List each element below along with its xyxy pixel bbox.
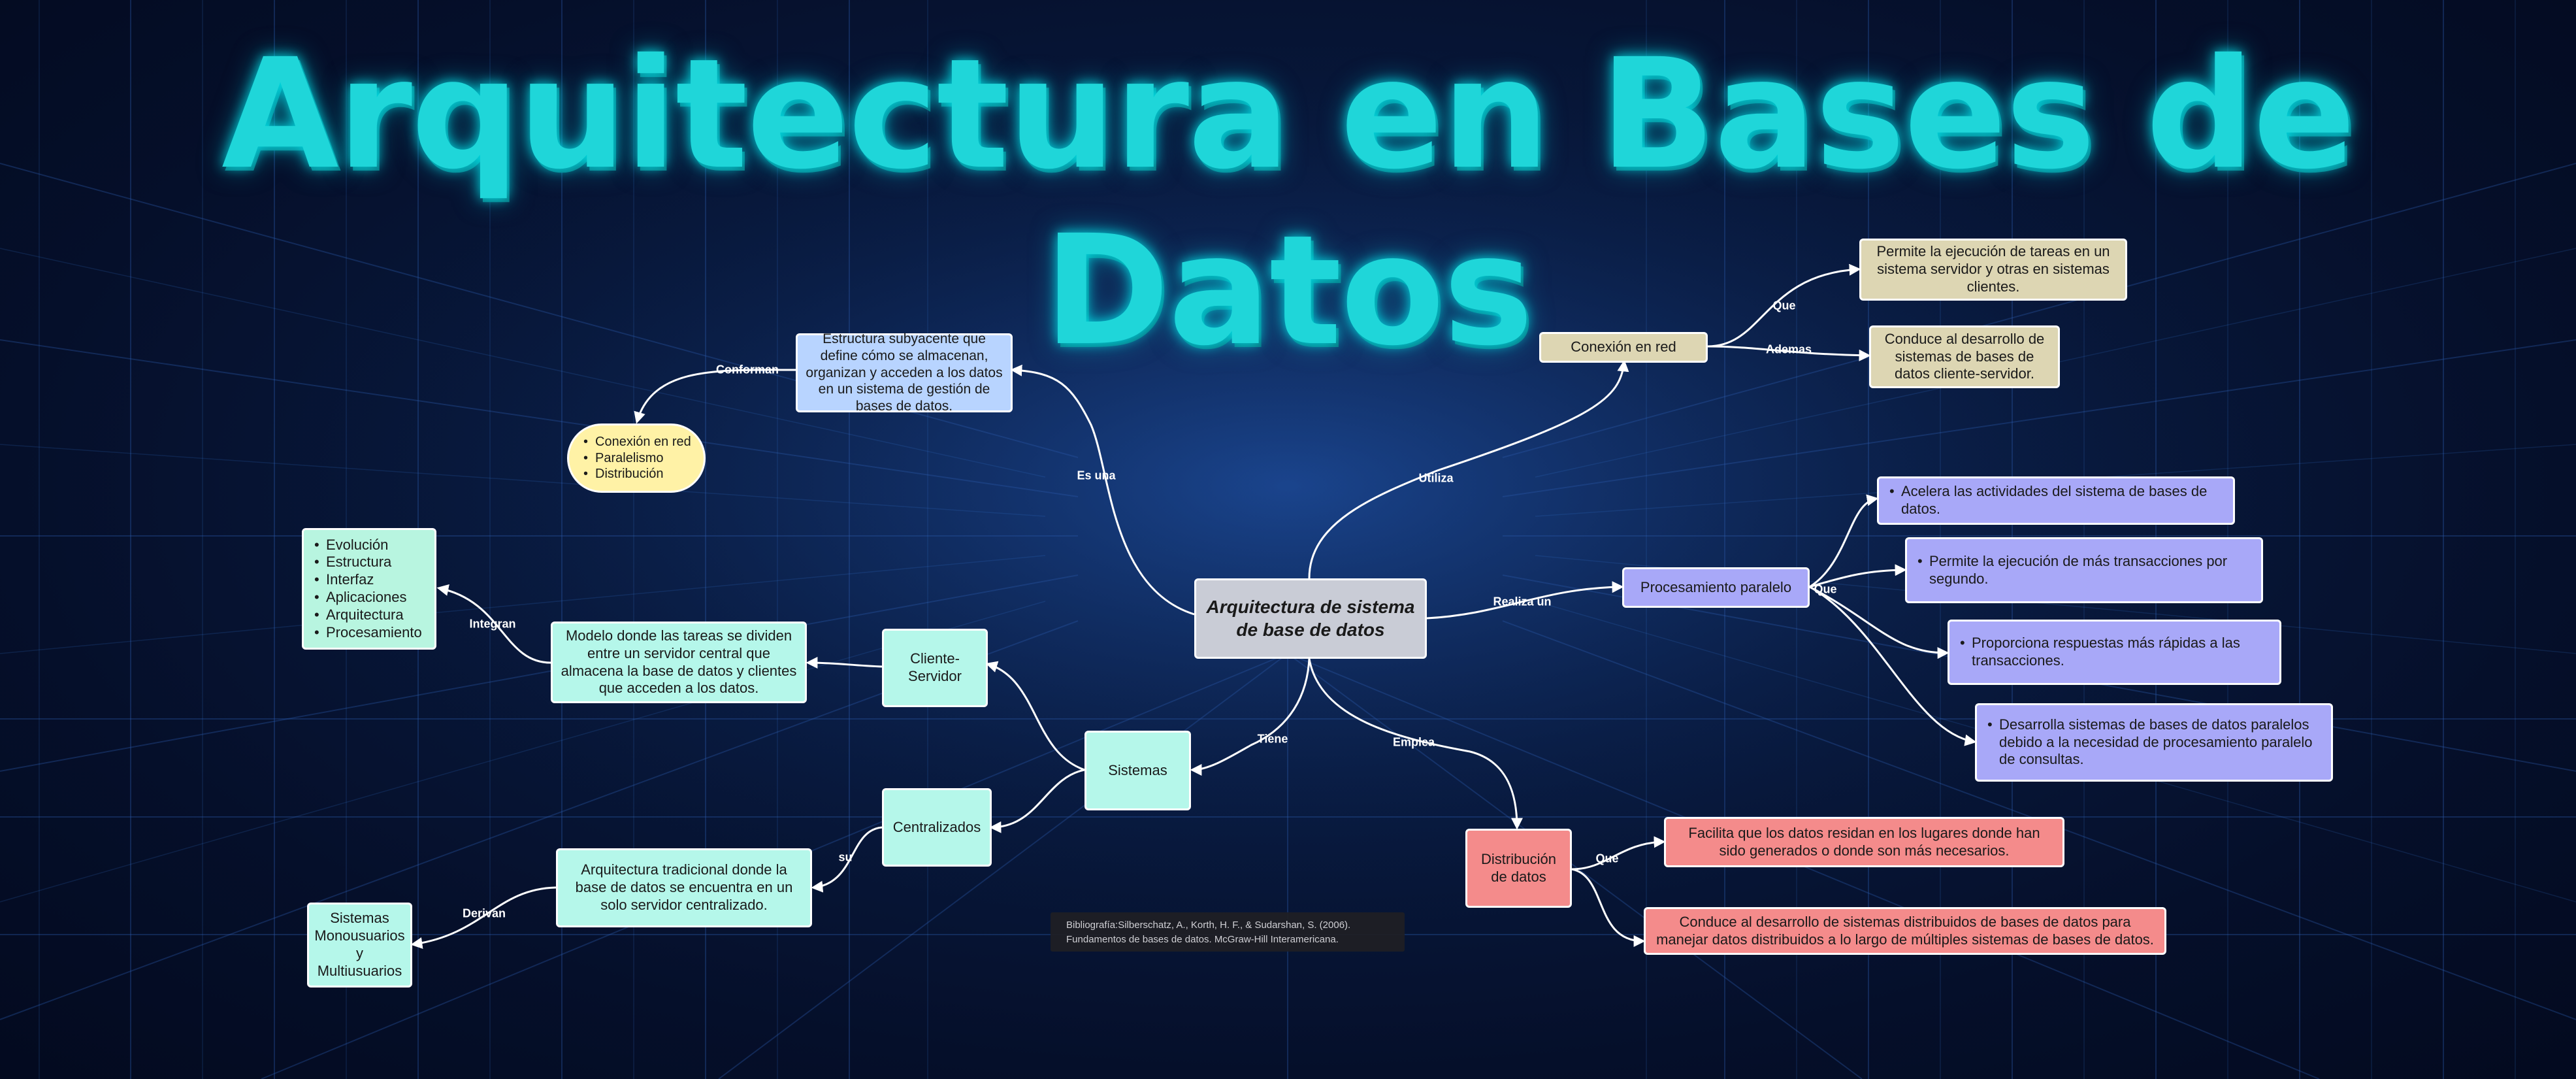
paralelo-item-4[interactable]: Desarrolla sistemas de bases de datos pa…: [1975, 703, 2333, 782]
label-realiza-un: Realiza un: [1493, 595, 1552, 608]
conexion-red-node[interactable]: Conexión en red: [1539, 332, 1708, 363]
paralelo-item-text: Proporciona respuestas más rápidas a las…: [1960, 635, 2272, 670]
distribucion-node[interactable]: Distribución de datos: [1465, 829, 1572, 908]
integran-item: Evolución: [314, 537, 422, 554]
label-su: su: [838, 850, 853, 864]
label-es-una: Es una: [1077, 469, 1116, 482]
paralelo-item-2[interactable]: Permite la ejecución de más transaccione…: [1905, 537, 2263, 603]
integran-item: Arquitectura: [314, 606, 422, 624]
label-utiliza: Utiliza: [1418, 471, 1454, 485]
distribucion-item-2[interactable]: Conduce al desarrollo de sistemas distri…: [1644, 907, 2166, 955]
integran-item: Aplicaciones: [314, 589, 422, 606]
label-derivan: Derivan: [462, 906, 506, 920]
sistemas-node[interactable]: Sistemas: [1084, 731, 1191, 810]
paralelo-item-1[interactable]: Acelera las actividades del sistema de b…: [1877, 476, 2235, 525]
label-que-distribucion: Que: [1595, 852, 1619, 865]
integran-item: Procesamiento: [314, 624, 422, 642]
label-conforman: Conforman: [716, 363, 779, 376]
conforman-item: Conexión en red: [583, 434, 691, 450]
paralelo-item-3[interactable]: Proporciona respuestas más rápidas a las…: [1948, 620, 2281, 685]
label-integran: Integran: [469, 617, 516, 631]
conforman-item: Paralelismo: [583, 450, 691, 467]
paralelo-item-text: Desarrolla sistemas de bases de datos pa…: [1987, 716, 2323, 769]
conforman-item: Distribución: [583, 466, 691, 482]
centralizados-node[interactable]: Centralizados: [882, 788, 992, 867]
procesamiento-paralelo-node[interactable]: Procesamiento paralelo: [1622, 567, 1810, 608]
label-tiene: Tiene: [1257, 732, 1288, 746]
modelo-node[interactable]: Modelo donde las tareas se dividen entre…: [551, 622, 807, 703]
permite-ejecucion-node[interactable]: Permite la ejecución de tareas en un sis…: [1859, 239, 2127, 301]
distribucion-item-1[interactable]: Facilita que los datos residan en los lu…: [1664, 817, 2064, 867]
page-title: Arquitectura en Bases de Datos: [221, 26, 2356, 379]
conforman-list-node[interactable]: Conexión en red Paralelismo Distribución: [567, 423, 706, 493]
label-que-paralelo: Que: [1814, 582, 1837, 596]
integran-item: Estructura: [314, 554, 422, 571]
paralelo-item-text: Acelera las actividades del sistema de b…: [1889, 483, 2225, 518]
bibliography-line: Fundamentos de bases de datos. McGraw-Hi…: [1066, 933, 1339, 945]
integran-item: Interfaz: [314, 571, 422, 589]
center-node[interactable]: Arquitectura de sistema de base de datos: [1194, 578, 1427, 659]
integran-list-node[interactable]: Evolución Estructura Interfaz Aplicacion…: [302, 528, 436, 650]
label-emplea: Emplea: [1392, 735, 1435, 749]
conduce-cliente-servidor-node[interactable]: Conduce al desarrollo de sistemas de bas…: [1869, 325, 2060, 388]
label-que-red: Que: [1772, 299, 1796, 312]
sistemas-mono-node[interactable]: Sistemas Monousuarios y Multiusuarios: [307, 903, 412, 988]
arq-tradicional-node[interactable]: Arquitectura tradicional donde la base d…: [556, 848, 812, 927]
paralelo-item-text: Permite la ejecución de más transaccione…: [1917, 553, 2253, 588]
label-ademas: Ademas: [1765, 342, 1812, 356]
bibliography-line: Bibliografía:Silberschatz, A., Korth, H.…: [1066, 920, 1351, 931]
estructura-node[interactable]: Estructura subyacente que define cómo se…: [796, 331, 1013, 414]
bibliography-box: Bibliografía:Silberschatz, A., Korth, H.…: [1051, 912, 1405, 952]
cliente-servidor-node[interactable]: Cliente-Servidor: [882, 629, 988, 707]
